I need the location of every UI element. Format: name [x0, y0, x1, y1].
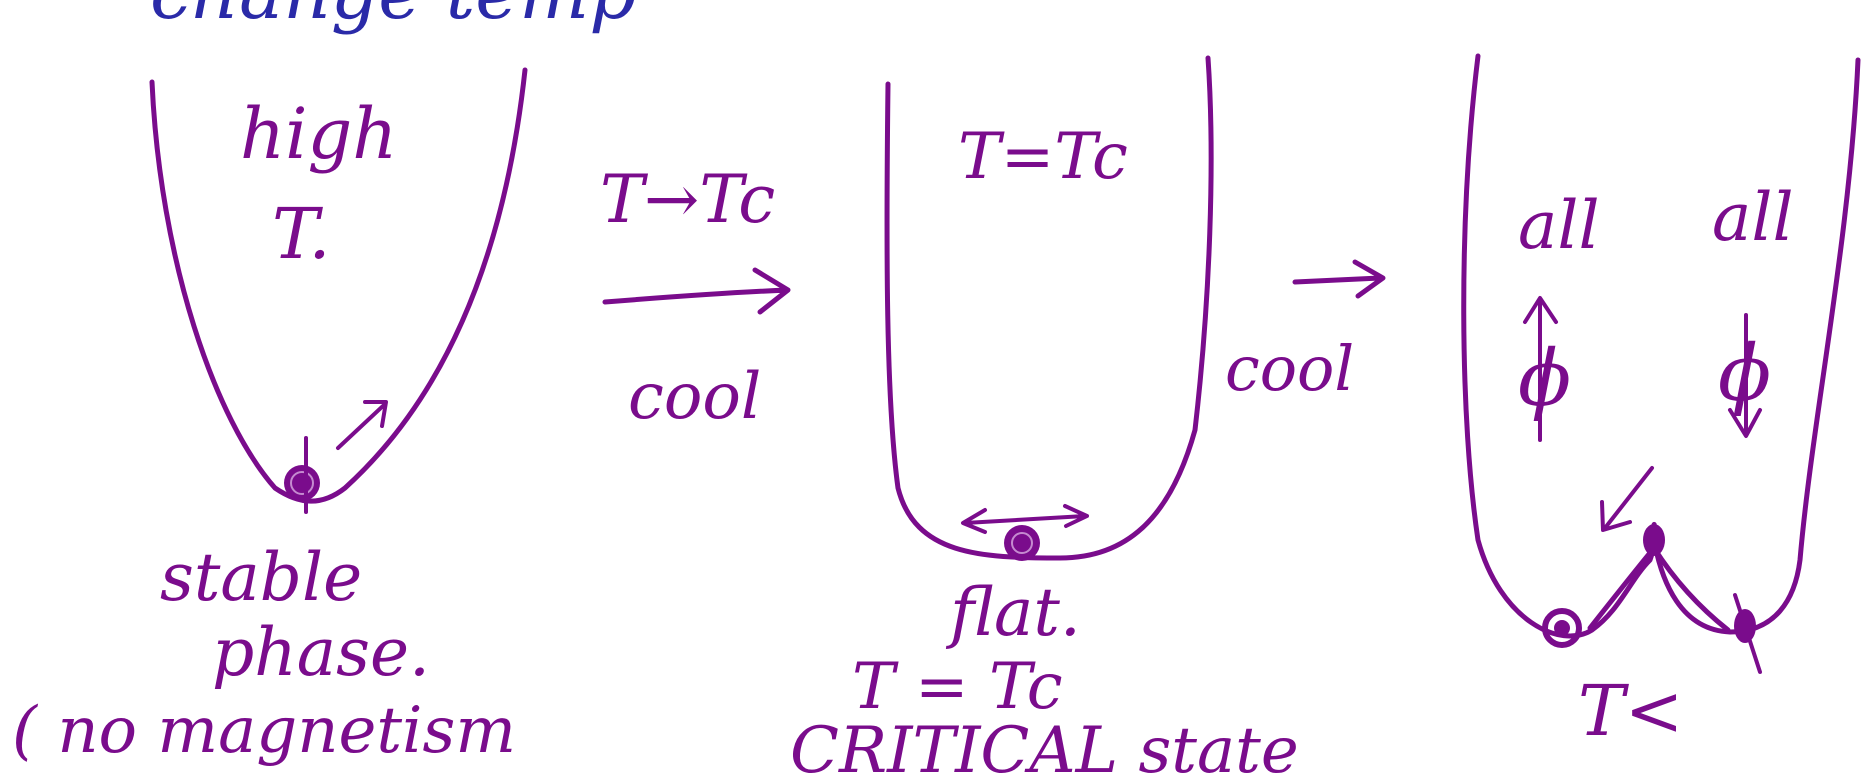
roll-down-arrow [1600, 466, 1654, 532]
down-arrow-icon [1728, 313, 1762, 438]
panel-2-caption-line-3: CRITICAL state [790, 714, 1299, 783]
panel-high-temperature: high T. stable phase. ( no magnetism [12, 67, 528, 768]
transition-2-arrow [1292, 259, 1386, 299]
panel-3-label-right: all [1712, 179, 1794, 256]
panel-broken-symmetry: all all ϕ ϕ T< [1461, 53, 1861, 752]
panel-1-title-line-1: high [240, 93, 397, 175]
transition-1-label: T→Tc [600, 161, 775, 238]
ball-left-minimum [1542, 608, 1582, 648]
panel-2-caption-line-2: T = Tc [852, 650, 1063, 724]
transition-1-cool: cool [628, 360, 761, 434]
transition-2: cool [1225, 259, 1386, 405]
ball-on-flat-bottom [1004, 525, 1040, 561]
ball-at-peak [1643, 524, 1665, 556]
up-arrow-icon [1523, 296, 1558, 442]
transition-1: T→Tc cool [600, 161, 791, 434]
panel-2-caption-line-1: flat. [945, 574, 1081, 651]
flat-well-curve [884, 55, 1214, 561]
transition-1-arrow [602, 267, 791, 315]
double-sided-arrow [961, 504, 1089, 534]
ball-right-minimum [1733, 593, 1762, 674]
ball-at-minimum [284, 436, 320, 514]
transition-2-cool: cool [1225, 332, 1354, 405]
panel-1-caption-line-1: stable [160, 539, 362, 616]
perturbation-arrow [336, 400, 388, 450]
panel-critical: T=Tc flat. T = Tc CRITICAL state [790, 55, 1299, 783]
panel-3-caption: T< [1578, 670, 1683, 752]
panel-1-caption-line-3: ( no magnetism [12, 694, 516, 768]
spin-up-symbol: ϕ [1518, 296, 1571, 442]
heading-fragment: change temp [150, 0, 637, 36]
potential-well-curve [149, 67, 528, 504]
panel-2-title: T=Tc [958, 120, 1128, 194]
spin-up-phi: ϕ [1518, 334, 1571, 424]
spin-down-symbol: ϕ [1718, 313, 1771, 438]
panel-1-caption-line-2: phase. [212, 614, 430, 691]
panel-1-title-line-2: T. [272, 193, 331, 275]
panel-3-label-left: all [1518, 187, 1600, 264]
